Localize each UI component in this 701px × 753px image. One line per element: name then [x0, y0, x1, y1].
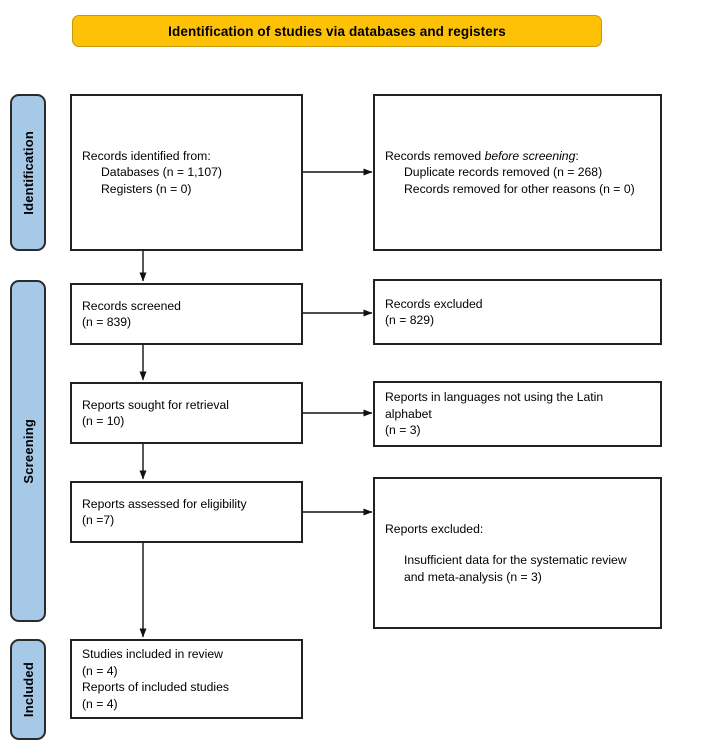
reports-included-label: Reports of included studies	[82, 680, 230, 694]
reports-assessed-label: Reports assessed for eligibility	[82, 496, 247, 511]
records-excluded-count: (n = 829)	[385, 313, 435, 327]
language-excluded-label: Reports in languages not using the Latin…	[385, 390, 604, 421]
records-removed-heading-suffix: :	[575, 148, 579, 163]
records-removed-duplicates: Duplicate records removed (n = 268)	[404, 165, 603, 180]
stage-label-identification: Identification	[10, 94, 46, 251]
records-identified-databases: Databases (n = 1,107)	[101, 165, 222, 180]
records-screened-label: Records screened	[82, 298, 181, 313]
box-reports-excluded: Reports excluded: Insufficient data for …	[373, 477, 662, 629]
records-excluded-label: Records excluded	[385, 296, 483, 311]
reports-excluded-reason: Insufficient data for the systematic rev…	[404, 553, 627, 584]
box-language-excluded: Reports in languages not using the Latin…	[373, 381, 662, 447]
records-removed-heading-prefix: Records removed	[385, 148, 485, 163]
stage-label-identification-text: Identification	[20, 130, 36, 215]
box-records-identified: Records identified from: Databases (n = …	[70, 94, 303, 251]
diagram-banner: Identification of studies via databases …	[72, 15, 602, 47]
stage-label-screening-text: Screening	[20, 418, 36, 484]
reports-excluded-heading: Reports excluded:	[385, 521, 484, 536]
records-screened-count: (n = 839)	[82, 315, 132, 329]
stage-label-included: Included	[10, 639, 46, 740]
records-removed-other: Records removed for other reasons (n = 0…	[404, 181, 635, 196]
box-reports-sought: Reports sought for retrieval (n = 10)	[70, 382, 303, 444]
box-records-removed: Records removed before screening: Duplic…	[373, 94, 662, 251]
stage-label-included-text: Included	[20, 661, 36, 718]
records-identified-registers: Registers (n = 0)	[101, 181, 192, 196]
box-reports-assessed: Reports assessed for eligibility (n =7)	[70, 481, 303, 543]
records-removed-heading-italic: before screening	[484, 148, 576, 163]
studies-included-count: (n = 4)	[82, 663, 118, 678]
reports-sought-count: (n = 10)	[82, 414, 125, 428]
reports-sought-label: Reports sought for retrieval	[82, 397, 229, 412]
box-studies-included: Studies included in review (n = 4) Repor…	[70, 639, 303, 719]
language-excluded-count: (n = 3)	[385, 423, 421, 438]
records-identified-line-1: Records identified from:	[82, 148, 211, 163]
records-removed-heading: Records removed before screening:	[385, 148, 650, 165]
studies-included-label: Studies included in review	[82, 647, 223, 661]
banner-title: Identification of studies via databases …	[168, 23, 506, 39]
stage-label-screening: Screening	[10, 280, 46, 622]
box-records-excluded: Records excluded (n = 829)	[373, 279, 662, 345]
box-records-screened: Records screened (n = 839)	[70, 283, 303, 345]
reports-assessed-count: (n =7)	[82, 513, 115, 527]
reports-included-count: (n = 4)	[82, 696, 118, 711]
